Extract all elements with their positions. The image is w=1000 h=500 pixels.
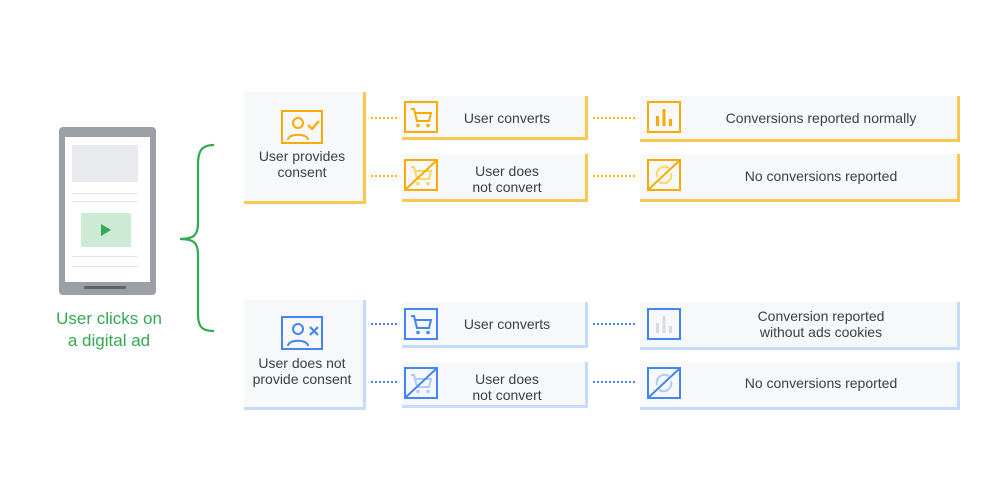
no-consent-label-line1: User does not [258,355,346,371]
connector-dots [371,323,397,325]
phone-ad-banner [72,145,138,182]
connector-dots [371,381,397,383]
no-consent-label-line2: provide consent [252,371,352,387]
connector-dots [593,381,635,383]
no-consent-not-converts-result-text: No conversions reported [744,375,898,391]
consent-label-line1: User provides [258,148,346,164]
phone-text-line [72,193,138,194]
consent-not-converts-result-box [640,154,960,202]
connector-dots [371,175,397,177]
no-consent-not-converts-result-box [640,362,960,410]
no-consent-not-converts-line1: User does [475,371,539,387]
phone-caption-line1: User clicks on [56,309,162,328]
play-icon [101,224,111,236]
consent-converts-result-text: Conversions reported normally [725,110,917,126]
consent-not-converts-result-text: No conversions reported [744,168,898,184]
phone-caption-line2: a digital ad [67,331,151,350]
cart-off-icon [404,367,438,399]
no-consent-converts-result-text: Conversion reported without ads cookies [690,308,952,340]
phone-caption: User clicks on a digital ad [30,308,188,352]
shopping-cart-icon [404,308,438,340]
sync-off-icon [647,367,681,399]
consent-label: User provides consent [244,148,360,180]
bar-chart-icon [647,101,681,133]
phone-text-line [72,266,138,267]
no-consent-converts-text: User converts [463,316,551,332]
connector-dots [593,323,635,325]
no-consent-not-converts-line2: not convert [472,387,542,403]
sync-off-icon [647,159,681,191]
consent-not-converts-text: User does not convert [440,163,574,195]
connector-dots [371,117,397,119]
consent-not-converts-line2: not convert [472,179,542,195]
bar-chart-faded-icon [647,308,681,340]
consent-not-converts-box [402,154,588,202]
no-consent-not-converts-text: User does not convert [440,371,574,403]
consent-converts-result-box [640,96,960,142]
phone-text-line [72,256,138,257]
no-consent-converts-result-line1: Conversion reported [757,308,885,324]
phone-home-bar [84,286,126,289]
connector-dots [593,117,635,119]
no-consent-label: User does not provide consent [244,355,360,387]
no-consent-not-converts-box [402,362,588,408]
branch-brace [179,143,215,333]
phone-text-line [72,201,138,202]
no-consent-box [244,300,366,410]
user-x-icon [281,316,323,350]
shopping-cart-icon [404,101,438,133]
consent-converts-text: User converts [463,110,551,126]
consent-not-converts-line1: User does [475,163,539,179]
connector-dots [593,175,635,177]
no-consent-converts-result-line2: without ads cookies [759,324,883,340]
user-check-icon [281,110,323,144]
no-consent-converts-result-box [640,302,960,350]
cart-off-icon [404,159,438,191]
consent-label-line2: consent [277,164,327,180]
